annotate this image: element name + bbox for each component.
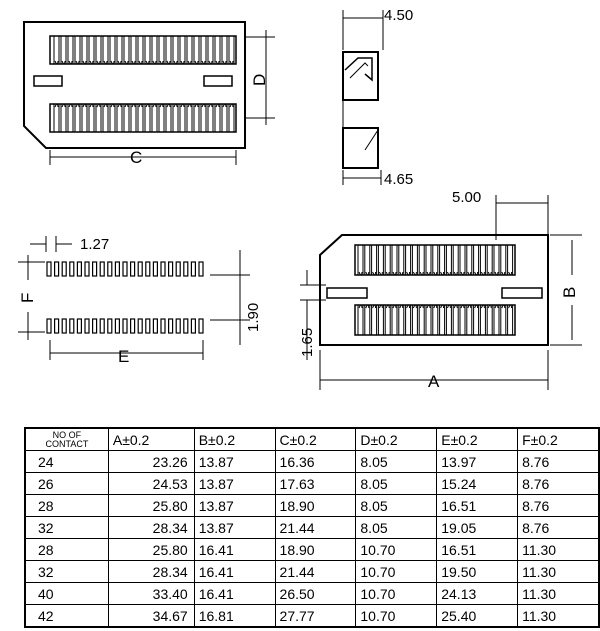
cell-contacts: 32 <box>24 516 109 539</box>
dim-a-label: A <box>428 372 440 391</box>
dim-top-width: 4.50 <box>384 7 413 24</box>
column-header-a: A±0.2 <box>107 427 195 451</box>
cell-value: 27.77 <box>274 604 357 628</box>
cell-contacts: 24 <box>24 450 109 473</box>
cell-value: 25.80 <box>107 538 195 561</box>
table-header-row: NO OF CONTACT A±0.2 B±0.2 C±0.2 D±0.2 E±… <box>24 427 600 451</box>
cell-value: 21.44 <box>274 560 357 583</box>
cell-value: 17.63 <box>274 472 357 495</box>
cell-contacts: 32 <box>24 560 109 583</box>
header-contact: CONTACT <box>45 438 89 449</box>
column-header-f: F±0.2 <box>517 427 600 451</box>
cell-value: 16.41 <box>193 560 276 583</box>
cell-value: 15.24 <box>436 472 519 495</box>
cell-value: 16.51 <box>436 538 519 561</box>
dim-d-label: D <box>250 74 269 86</box>
cell-contacts: 42 <box>24 604 109 628</box>
bottom-view <box>300 195 582 390</box>
dim-f-label: F <box>18 293 37 303</box>
cell-value: 16.36 <box>274 450 357 473</box>
cell-value: 34.67 <box>107 604 195 628</box>
header-no-of: NO OF <box>52 429 82 440</box>
column-header-contacts: NO OF CONTACT <box>24 427 109 451</box>
column-header-d: D±0.2 <box>355 427 438 451</box>
cell-value: 13.87 <box>193 450 276 473</box>
cell-value: 10.70 <box>355 560 438 583</box>
cell-value: 28.34 <box>107 560 195 583</box>
cell-value: 8.76 <box>517 516 600 539</box>
cell-value: 24.13 <box>436 582 519 605</box>
cell-value: 16.81 <box>193 604 276 628</box>
cell-value: 28.34 <box>107 516 195 539</box>
cell-value: 21.44 <box>274 516 357 539</box>
connector-drawing: C D 4.50 4.65 <box>18 7 582 391</box>
cell-value: 19.05 <box>436 516 519 539</box>
dim-row-gap: 1.90 <box>245 303 262 332</box>
cell-contacts: 28 <box>24 494 109 517</box>
cell-value: 13.87 <box>193 494 276 517</box>
dim-bottom-width: 4.65 <box>384 171 413 188</box>
cell-value: 10.70 <box>355 582 438 605</box>
cell-value: 16.41 <box>193 582 276 605</box>
cell-value: 8.76 <box>517 472 600 495</box>
cell-value: 19.50 <box>436 560 519 583</box>
cell-value: 33.40 <box>107 582 195 605</box>
cell-value: 26.50 <box>274 582 357 605</box>
cell-value: 8.05 <box>355 494 438 517</box>
cell-value: 24.53 <box>107 472 195 495</box>
cell-value: 25.40 <box>436 604 519 628</box>
cell-value: 10.70 <box>355 604 438 628</box>
cell-value: 11.30 <box>517 582 600 605</box>
pin-view <box>18 236 250 360</box>
cell-value: 16.51 <box>436 494 519 517</box>
dimension-table: NO OF CONTACT A±0.2 B±0.2 C±0.2 D±0.2 E±… <box>24 427 600 628</box>
dim-b-label: B <box>560 287 579 298</box>
cell-value: 8.05 <box>355 472 438 495</box>
cell-contacts: 26 <box>24 472 109 495</box>
cell-value: 8.05 <box>355 450 438 473</box>
cell-value: 16.41 <box>193 538 276 561</box>
cell-value: 25.80 <box>107 494 195 517</box>
top-view <box>23 21 275 165</box>
cell-value: 10.70 <box>355 538 438 561</box>
column-header-c: C±0.2 <box>274 427 357 451</box>
dim-offset-top: 5.00 <box>452 189 481 206</box>
cell-value: 11.30 <box>517 538 600 561</box>
cell-value: 8.76 <box>517 494 600 517</box>
cell-value: 8.76 <box>517 450 600 473</box>
cell-value: 13.87 <box>193 516 276 539</box>
dim-e-label: E <box>118 347 129 366</box>
cell-contacts: 28 <box>24 538 109 561</box>
side-view <box>342 10 384 185</box>
column-header-e: E±0.2 <box>436 427 519 451</box>
cell-value: 18.90 <box>274 538 357 561</box>
cell-value: 13.97 <box>436 450 519 473</box>
cell-value: 8.05 <box>355 516 438 539</box>
cell-contacts: 40 <box>24 582 109 605</box>
cell-value: 23.26 <box>107 450 195 473</box>
cell-value: 11.30 <box>517 560 600 583</box>
cell-value: 11.30 <box>517 604 600 628</box>
column-header-b: B±0.2 <box>193 427 276 451</box>
cell-value: 18.90 <box>274 494 357 517</box>
dim-c-label: C <box>130 148 142 167</box>
dim-offset-side: 1.65 <box>299 328 316 357</box>
cell-value: 13.87 <box>193 472 276 495</box>
dim-pitch: 1.27 <box>80 236 109 253</box>
